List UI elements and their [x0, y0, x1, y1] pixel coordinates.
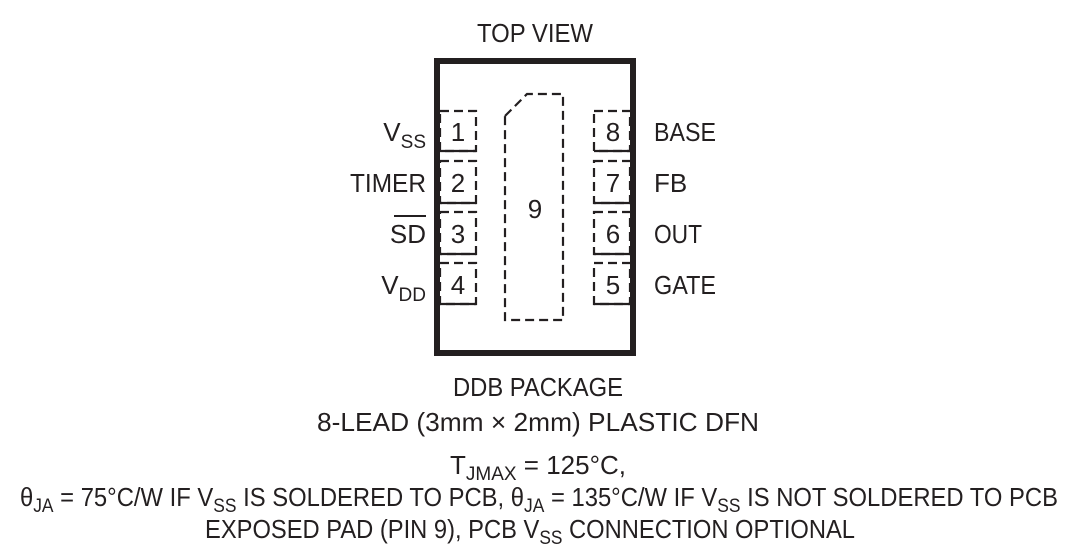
pad-number-9: 9 — [528, 194, 542, 224]
pin-label-5: GATE — [654, 270, 716, 300]
pin-label-2: TIMER — [350, 168, 426, 198]
tjmax-note: TJMAX = 125°C, — [450, 450, 626, 485]
pad-1 — [438, 109, 478, 153]
pin-number-2: 2 — [451, 168, 465, 198]
package-name: DDB PACKAGE — [453, 372, 623, 402]
pin-label-6: OUT — [654, 219, 702, 249]
pin-label-4: VDD — [381, 270, 426, 306]
pin-label-7: FB — [654, 168, 687, 198]
pad-4 — [438, 261, 478, 306]
exposed-pad-note: EXPOSED PAD (PIN 9), PCB VSS CONNECTION … — [205, 514, 855, 549]
package-description: 8-LEAD (3mm × 2mm) PLASTIC DFN — [317, 407, 759, 437]
pin-label-3: SD — [390, 219, 426, 249]
pin-label-1: VSS — [383, 117, 426, 153]
left-pads — [438, 109, 478, 306]
pin-number-6: 6 — [606, 219, 620, 249]
pin-number-8: 8 — [606, 117, 620, 147]
exposed-pad — [503, 92, 565, 322]
right-pads — [592, 109, 632, 306]
pad-2 — [438, 159, 478, 205]
pin-number-4: 4 — [451, 270, 465, 300]
pin-number-5: 5 — [606, 270, 620, 300]
pad-5 — [592, 261, 632, 306]
pin-number-7: 7 — [606, 168, 620, 198]
pad-3 — [438, 210, 478, 256]
pad-6 — [592, 210, 632, 256]
pin-label-8: BASE — [654, 117, 716, 147]
title: TOP VIEW — [477, 18, 593, 48]
pin-number-1: 1 — [451, 117, 465, 147]
thermal-resistance-note: θJA = 75°C/W IF VSS IS SOLDERED TO PCB, … — [20, 482, 1058, 517]
package-outline — [434, 58, 636, 356]
pad-8 — [592, 109, 632, 153]
pad-7 — [592, 159, 632, 205]
pin-number-3: 3 — [451, 219, 465, 249]
